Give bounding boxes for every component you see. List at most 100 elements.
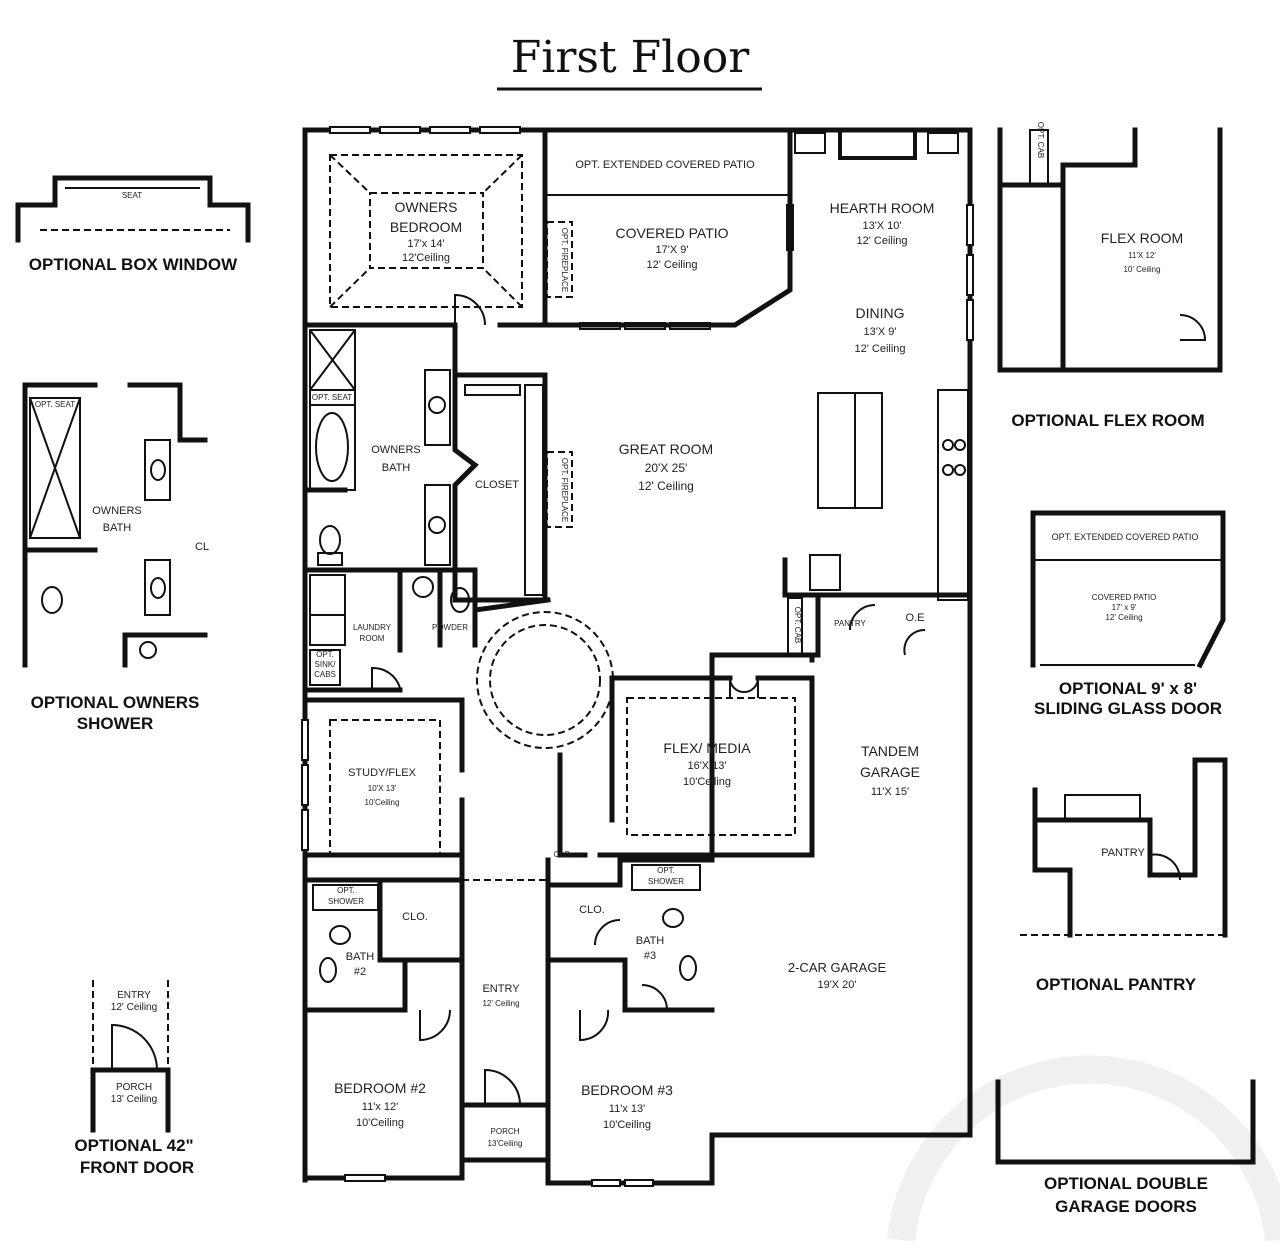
owners-shower-room-label: OWNERS [92, 505, 142, 517]
opt-fireplace-patio-label: OPT. FIREPLACE [560, 228, 569, 292]
front-door-porch-ceiling: 13' Ceiling [111, 1094, 157, 1105]
room-labels: OWNERS BEDROOM 17'x 14' 12'Ceiling OPT. … [312, 159, 935, 1148]
study-label: STUDY/FLEX [348, 767, 417, 779]
front-door-porch-label: PORCH [116, 1082, 152, 1093]
tandem-garage-size: 11'X 15' [871, 786, 909, 798]
owners-bath-label-2: BATH [382, 462, 411, 474]
inset-owners-shower: OPT. SEAT OWNERS BATH CL OPTIONAL OWNERS… [22, 382, 209, 733]
closet-label: CLOSET [475, 479, 519, 491]
owners-bedroom-ceiling: 12'Ceiling [402, 252, 450, 264]
pantry-inset-label: PANTRY [1101, 847, 1145, 859]
study-size: 10'X 13' [368, 784, 397, 793]
front-door-entry-label: ENTRY [117, 990, 151, 1001]
entry-ceiling: 12' Ceiling [482, 999, 519, 1008]
bedroom3-size: 11'x 13' [609, 1103, 645, 1115]
great-room-size: 20'X 25' [645, 461, 688, 475]
bedroom3-label: BEDROOM #3 [581, 1082, 673, 1098]
great-room-ceiling: 12' Ceiling [638, 479, 694, 493]
box-window-caption: OPTIONAL BOX WINDOW [29, 255, 238, 274]
opt-shower-3-label-2: SHOWER [648, 877, 684, 886]
oe-label: O.E [906, 612, 925, 624]
opt-sink-label-3: CABS [314, 670, 336, 679]
owners-bedroom-size: 17'x 14' [407, 238, 444, 250]
owners-shower-cl-label: CL [195, 541, 209, 553]
hearth-room-size: 13'X 10' [862, 220, 901, 232]
owners-shower-seat-label: OPT. SEAT [35, 400, 75, 409]
porch-ceiling: 13'Ceiling [488, 1139, 523, 1148]
bath3-label-2: #3 [644, 950, 656, 962]
opt-shower-3-label: OPT. [657, 866, 675, 875]
dining-ceiling: 12' Ceiling [854, 343, 905, 355]
inset-sliding-door: OPT. EXTENDED COVERED PATIO COVERED PATI… [1030, 510, 1226, 718]
owners-shower-room-label-2: BATH [103, 522, 132, 534]
sliding-door-patio-ceiling: 12' Ceiling [1105, 613, 1142, 622]
flex-room-cab-label: OPT. CAB [1036, 122, 1045, 158]
great-room-label: GREAT ROOM [619, 441, 713, 457]
dining-size: 13'X 9' [864, 326, 897, 338]
bedroom2-size: 11'x 12' [362, 1101, 398, 1113]
box-window-seat-label: SEAT [122, 191, 142, 200]
opt-cab-label: OPT. CAB [793, 607, 802, 643]
flex-media-size: 16'X 13' [687, 760, 726, 772]
study-ceiling: 10'Ceiling [365, 798, 400, 807]
front-door-entry-ceiling: 12' Ceiling [111, 1002, 157, 1013]
flex-room-ceiling: 10' Ceiling [1123, 265, 1160, 274]
hearth-room-ceiling: 12' Ceiling [856, 235, 907, 247]
covered-patio-ceiling: 12' Ceiling [646, 259, 697, 271]
inset-front-door: ENTRY 12' Ceiling PORCH 13' Ceiling OPTI… [74, 980, 194, 1177]
front-door-caption: OPTIONAL 42" [74, 1136, 193, 1155]
pantry-label: PANTRY [834, 619, 866, 628]
garage-doors-caption-2: GARAGE DOORS [1055, 1197, 1197, 1216]
flex-room-size: 11'X 12' [1128, 251, 1156, 260]
owners-bedroom-label: OWNERS [395, 199, 458, 215]
flex-room-label: FLEX ROOM [1101, 230, 1183, 246]
pantry-caption: OPTIONAL PANTRY [1036, 975, 1197, 994]
inset-garage-doors: OPTIONAL DOUBLE GARAGE DOORS [995, 1079, 1256, 1216]
entry-label: ENTRY [482, 983, 520, 995]
closet-bath2-label: CLO. [402, 911, 428, 923]
laundry-label-2: ROOM [360, 634, 385, 643]
opt-sink-label: OPT. [316, 650, 334, 659]
garage-size: 19'X 20' [817, 979, 856, 991]
porch-label: PORCH [491, 1127, 520, 1136]
opt-shower-2-label-2: SHOWER [328, 897, 364, 906]
owners-bath-label: OWNERS [371, 444, 421, 456]
opt-sink-label-2: SINK/ [315, 660, 337, 669]
garage-doors-caption: OPTIONAL DOUBLE [1044, 1174, 1208, 1193]
closet-hall-label: CLO. [554, 850, 573, 859]
garage-label: 2-CAR GARAGE [788, 960, 887, 975]
bath2-label-2: #2 [354, 966, 366, 978]
tandem-garage-label: TANDEM [861, 743, 919, 759]
page-title: First Floor [511, 32, 750, 83]
bath2-label: BATH [346, 951, 375, 963]
dining-label: DINING [856, 305, 905, 321]
tandem-garage-label-2: GARAGE [860, 764, 920, 780]
sliding-door-ext-label: OPT. EXTENDED COVERED PATIO [1052, 532, 1199, 542]
owners-bedroom-label-2: BEDROOM [390, 219, 462, 235]
sliding-door-caption-2: SLIDING GLASS DOOR [1034, 699, 1222, 718]
hearth-room-label: HEARTH ROOM [830, 200, 935, 216]
sliding-door-patio-label: COVERED PATIO [1092, 593, 1157, 602]
covered-patio-label: COVERED PATIO [615, 225, 728, 241]
covered-patio-size: 17'X 9' [656, 244, 689, 256]
opt-fireplace-great-room-label: OPT. FIREPLACE [560, 458, 569, 522]
bedroom3-ceiling: 10'Ceiling [603, 1119, 651, 1131]
bedroom2-label: BEDROOM #2 [334, 1080, 426, 1096]
sliding-door-caption: OPTIONAL 9' x 8' [1059, 679, 1197, 698]
bedroom2-ceiling: 10'Ceiling [356, 1117, 404, 1129]
flex-media-ceiling: 10'Ceiling [683, 776, 731, 788]
laundry-label: LAUNDRY [353, 623, 392, 632]
front-door-caption-2: FRONT DOOR [80, 1158, 194, 1177]
inset-flex-room: OPT. CAB FLEX ROOM 11'X 12' 10' Ceiling … [997, 122, 1223, 430]
closet-bath3-label: CLO. [579, 904, 605, 916]
opt-shower-2-label: OPT. [337, 886, 355, 895]
flex-room-caption: OPTIONAL FLEX ROOM [1011, 411, 1204, 430]
exterior-wall [302, 127, 973, 1186]
sliding-door-patio-size: 17' x 9' [1112, 603, 1137, 612]
inset-box-window: SEAT OPTIONAL BOX WINDOW [15, 175, 251, 274]
windows [301, 126, 974, 1187]
opt-seat-label: OPT. SEAT [312, 393, 352, 402]
bath3-label: BATH [636, 935, 665, 947]
owners-shower-caption-2: SHOWER [77, 714, 154, 733]
